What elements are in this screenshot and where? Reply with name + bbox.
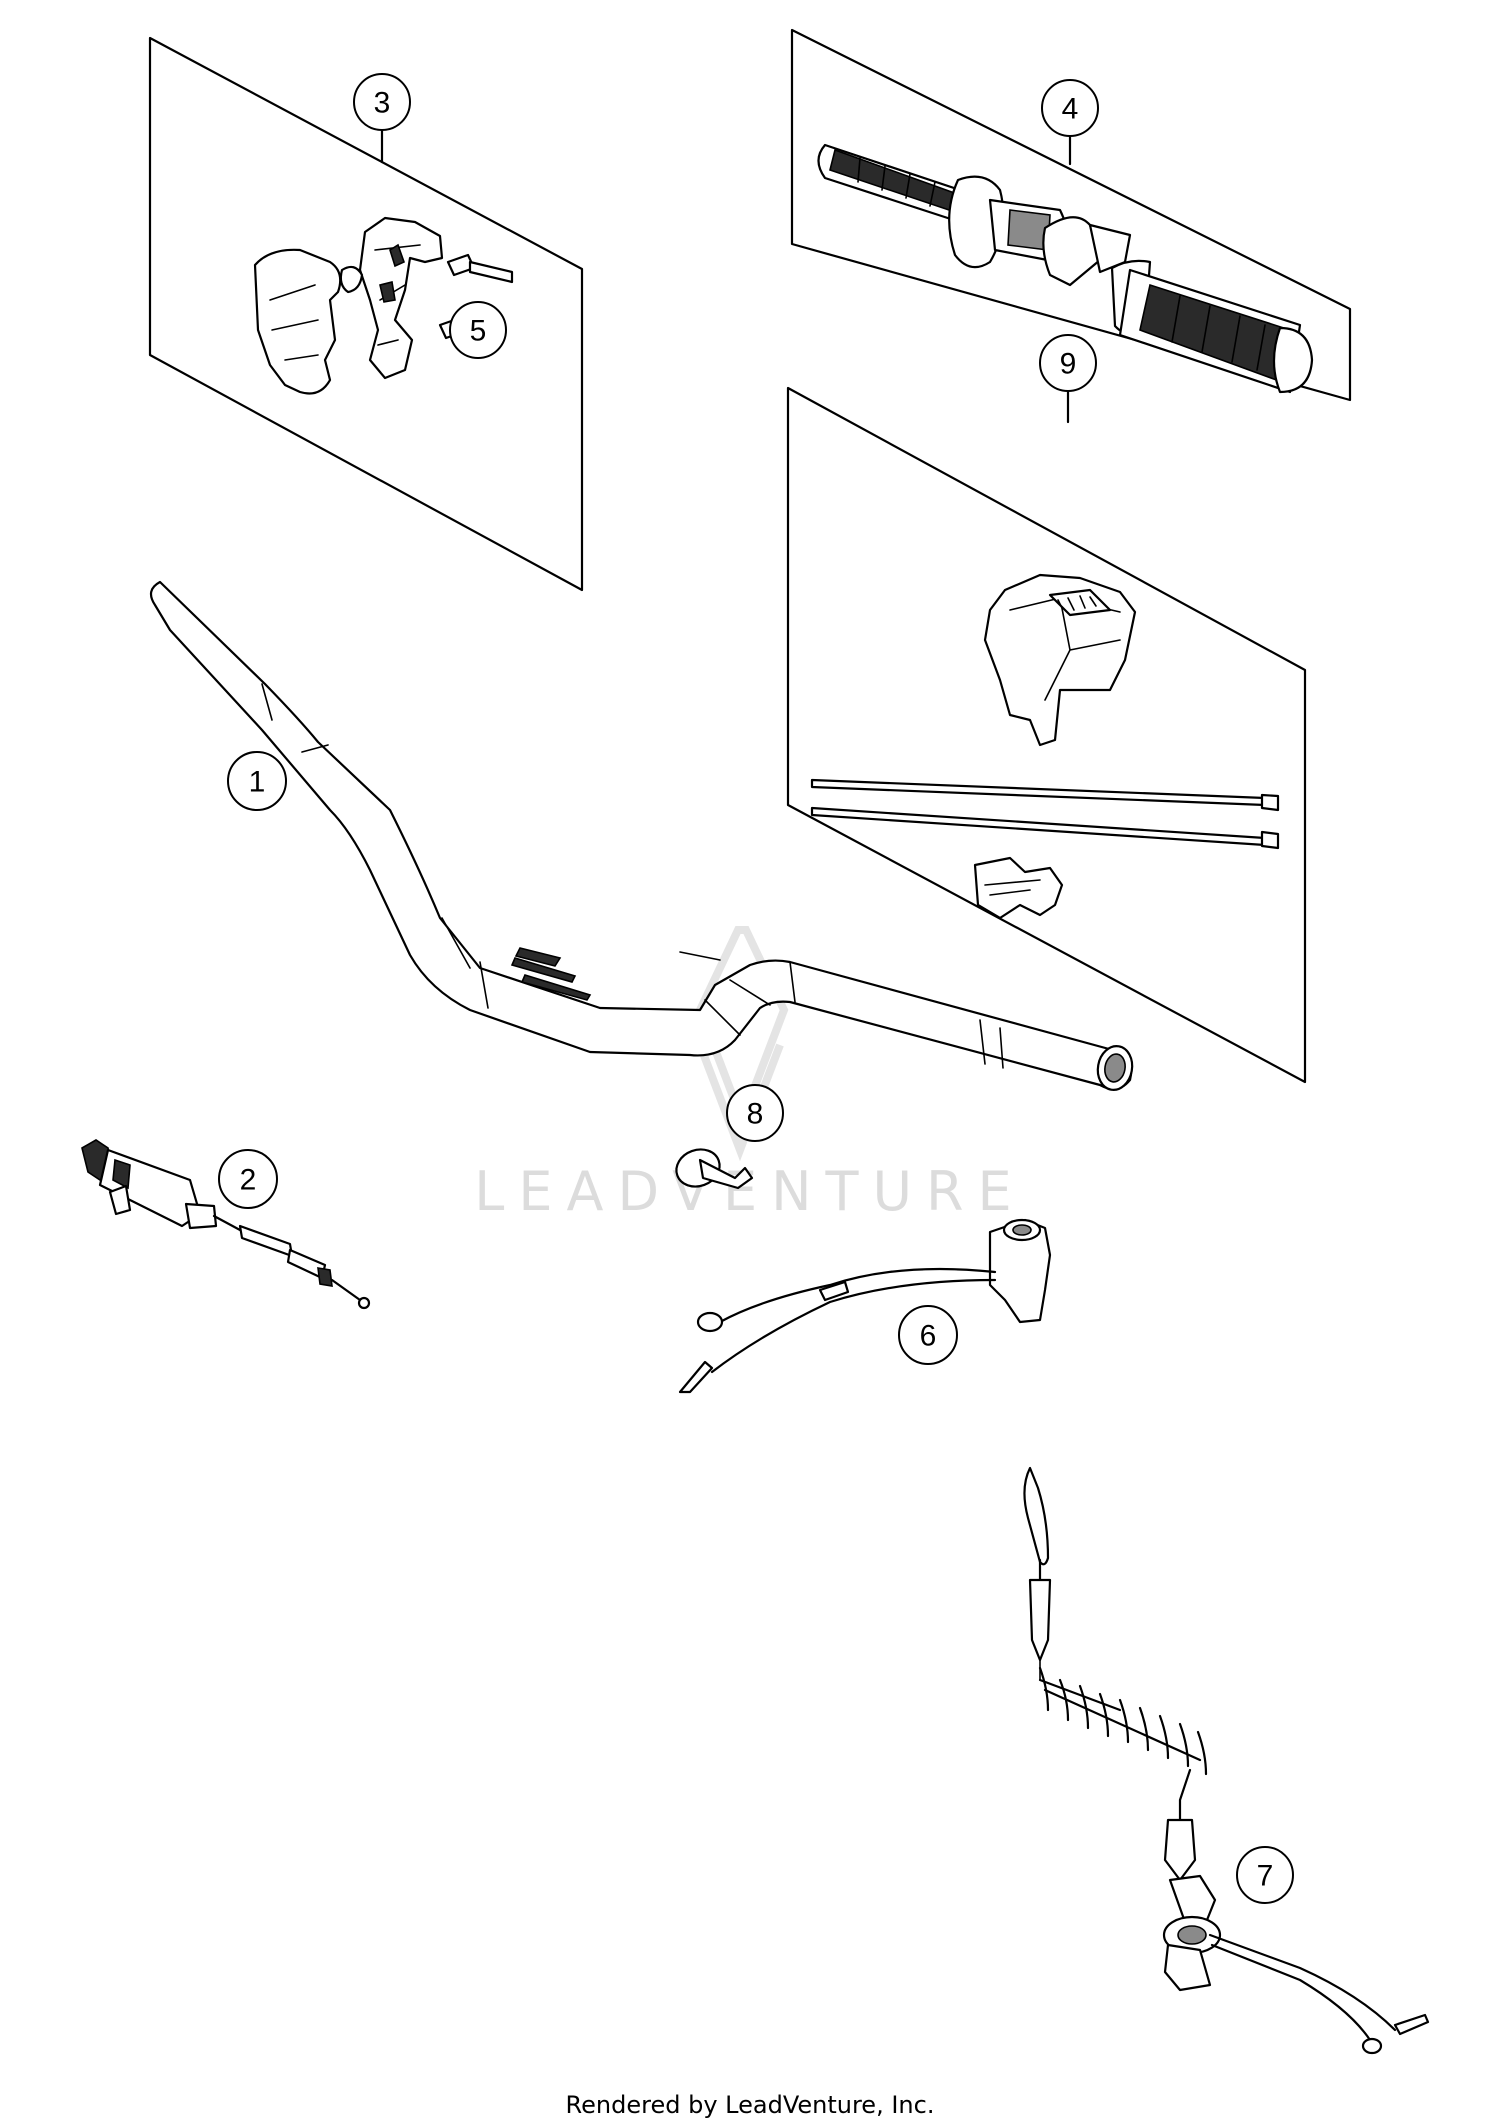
handlebar[interactable]: [149, 580, 1136, 1093]
cable-clip[interactable]: [973, 856, 1064, 920]
svg-text:9: 9: [1060, 348, 1077, 381]
callout-6: 6: [898, 1305, 958, 1365]
panel-item-3: [148, 36, 584, 592]
svg-text:4: 4: [1062, 93, 1079, 126]
switch-housing[interactable]: [253, 216, 444, 395]
watermark-text: LEADVENTURE: [474, 1160, 1025, 1223]
callout-4: 4: [1041, 79, 1099, 137]
svg-text:3: 3: [374, 87, 391, 120]
panel-item-9: [786, 386, 1307, 1084]
leader-lines: [380, 128, 1072, 424]
callout-1: 1: [227, 751, 287, 811]
kill-switch[interactable]: [678, 1218, 1052, 1394]
footer-credit: Rendered by LeadVenture, Inc.: [565, 2091, 935, 2119]
callout-7: 7: [1236, 1846, 1294, 1904]
svg-text:8: 8: [747, 1098, 764, 1131]
throttle-cable[interactable]: [81, 1139, 371, 1310]
tether-switch[interactable]: [1023, 1466, 1430, 2055]
callout-9: 9: [1039, 334, 1097, 392]
svg-text:2: 2: [240, 1164, 257, 1197]
svg-text:7: 7: [1257, 1860, 1274, 1893]
callout-2: 2: [218, 1149, 278, 1209]
cable-tie-clip[interactable]: [671, 1144, 754, 1193]
svg-text:1: 1: [249, 766, 266, 799]
callout-5: 5: [449, 301, 507, 359]
handlebar-grips[interactable]: [817, 143, 1314, 394]
cover-kit[interactable]: [983, 573, 1137, 747]
svg-text:6: 6: [920, 1320, 937, 1353]
callout-8: 8: [726, 1084, 784, 1142]
panel-item-4: [790, 28, 1352, 402]
callout-3: 3: [353, 73, 411, 131]
svg-text:5: 5: [470, 315, 487, 348]
cable-ties[interactable]: [810, 778, 1280, 850]
watermark-logo: [695, 926, 789, 1162]
